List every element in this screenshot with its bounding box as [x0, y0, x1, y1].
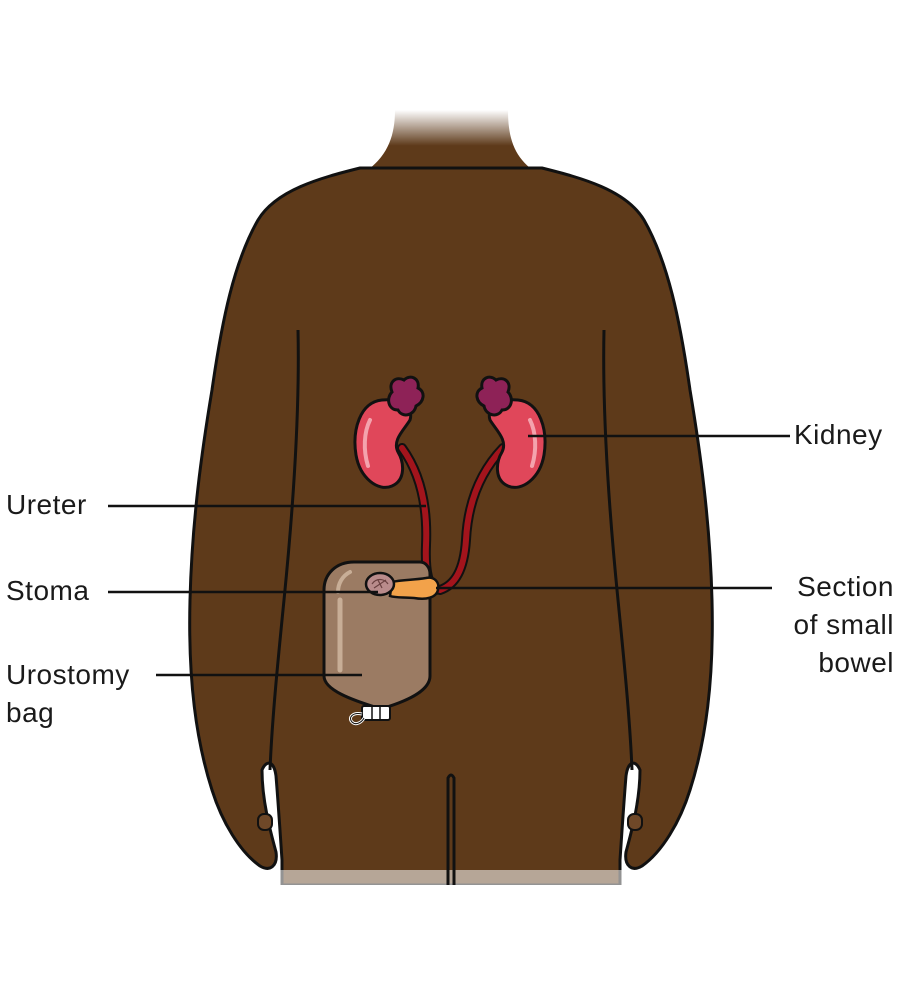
bag-label-line-2: bag [6, 697, 55, 728]
leg-divider [446, 773, 456, 885]
right-adrenal-gland [475, 375, 513, 417]
neck [360, 110, 540, 175]
stoma-label: Stoma [6, 575, 90, 606]
left-kidney-highlight [362, 418, 372, 468]
bowel-label-line-3: bowel [818, 647, 894, 678]
kidney-label: Kidney [794, 419, 883, 450]
small-bowel-segment [388, 576, 440, 600]
bowel-label-line-1: Section [797, 571, 894, 602]
bag-outlet [361, 705, 391, 721]
body-silhouette [188, 166, 714, 887]
left-fingernail [257, 813, 273, 831]
right-fingernail [627, 813, 643, 831]
left-adrenal-gland [387, 375, 425, 417]
right-arm-line [602, 329, 634, 771]
right-ureter-fill [437, 445, 506, 593]
bowel-label-line-2: of small [793, 609, 894, 640]
right-kidney-highlight [528, 418, 538, 468]
bag-label-line-1: Urostomy [6, 659, 130, 690]
urostomy-bag-label: Urostomy bag [6, 656, 130, 732]
section-of-small-bowel-label: Section of small bowel [794, 568, 894, 682]
ureter-label: Ureter [6, 489, 87, 520]
